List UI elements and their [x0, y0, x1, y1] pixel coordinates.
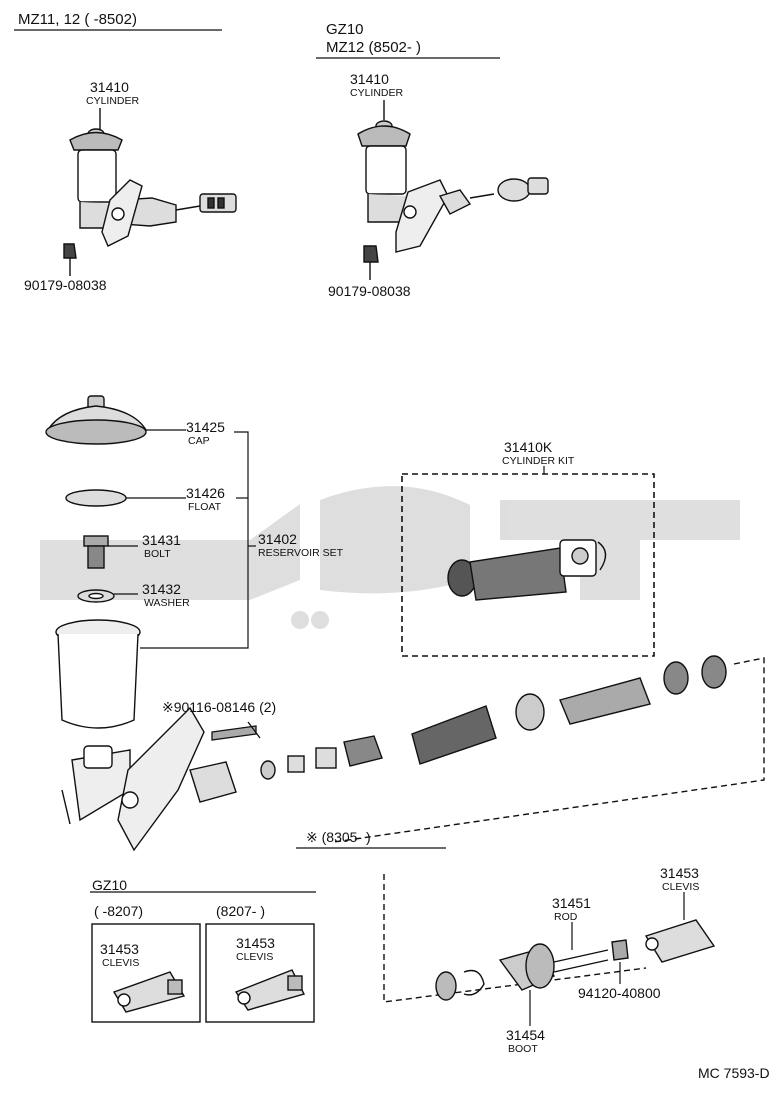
left-cylinder-drawing — [63, 108, 237, 276]
washer-name: WASHER — [144, 597, 190, 609]
stud-drawing — [211, 721, 261, 741]
gz10-box-b — [205, 923, 315, 1023]
rod-name: ROD — [554, 911, 578, 923]
rod-leader — [383, 874, 647, 1003]
gz10-clevis-a-number: 31453 — [100, 941, 139, 957]
right-nut-number: 90179-08038 — [328, 283, 411, 299]
right-cylinder-name: CYLINDER — [350, 87, 404, 99]
reservoir-drawing — [45, 395, 148, 729]
reservoir-set-number: 31402 — [258, 531, 297, 547]
stud-number: ※90116-08146 (2) — [162, 699, 276, 715]
gz10-title: GZ10 — [92, 877, 127, 893]
header-right-2: MZ12 (8502- ) — [326, 39, 421, 56]
reservoir-set-name: RESERVOIR SET — [258, 547, 344, 559]
right-cylinder-drawing — [357, 100, 549, 280]
gz10-clevis-b-number: 31453 — [236, 935, 275, 951]
kit-name: CYLINDER KIT — [502, 455, 575, 467]
cap-name: CAP — [188, 435, 210, 447]
header-right-1: GZ10 — [326, 21, 364, 38]
figure-code: MC 7593-D — [698, 1065, 770, 1081]
reservoir-leaders — [108, 429, 256, 649]
internal-parts — [260, 655, 727, 780]
header-left: MZ11, 12 ( -8502) — [18, 11, 137, 28]
right-cylinder-number: 31410 — [350, 71, 389, 87]
left-cylinder-number: 31410 — [90, 79, 129, 95]
gz10-box-a — [91, 923, 201, 1023]
kit-number: 31410K — [504, 439, 553, 455]
bolt-name: BOLT — [144, 548, 171, 560]
left-cylinder-name: CYLINDER — [86, 95, 140, 107]
float-number: 31426 — [186, 485, 225, 501]
washer-number: 31432 — [142, 581, 181, 597]
cap-number: 31425 — [186, 419, 225, 435]
nut2-number: 94120-40800 — [578, 985, 661, 1001]
clevis-number: 31453 — [660, 865, 699, 881]
float-name: FLOAT — [188, 501, 222, 513]
gz10-clevis-drawings — [112, 969, 306, 1013]
left-nut-number: 90179-08038 — [24, 277, 107, 293]
main-cylinder-drawing — [61, 706, 237, 852]
clevis-name: CLEVIS — [662, 881, 699, 893]
kit-drawing — [447, 539, 607, 601]
gz10-clevis-b-name: CLEVIS — [236, 951, 273, 963]
rod-number: 31451 — [552, 895, 591, 911]
boot-number: 31454 — [506, 1027, 545, 1043]
sub-note: ※ (8305- ) — [306, 829, 371, 845]
gz10-range-a: ( -8207) — [94, 903, 143, 919]
kit-box — [401, 473, 655, 657]
watermark-logo — [40, 486, 740, 629]
gz10-range-b: (8207- ) — [216, 903, 265, 919]
boot-name: BOOT — [508, 1043, 538, 1055]
internal-leader — [333, 657, 765, 843]
gz10-clevis-a-name: CLEVIS — [102, 957, 139, 969]
rod-drawing — [435, 919, 716, 1001]
bolt-number: 31431 — [142, 532, 181, 548]
